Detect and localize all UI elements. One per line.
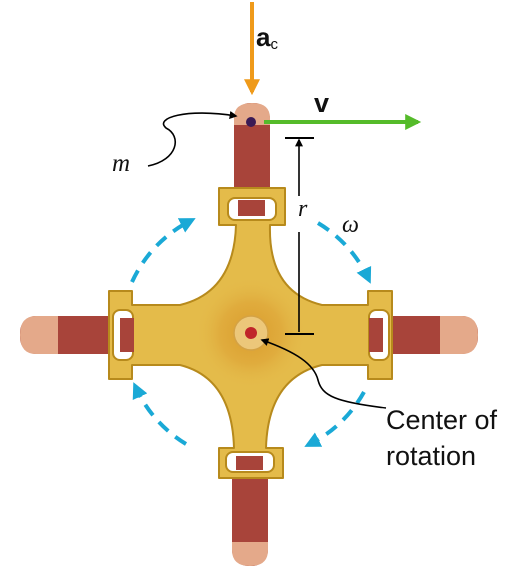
tube-right-inside xyxy=(369,318,383,352)
center-of-rotation-dot xyxy=(245,327,257,339)
center-label-line1: Center of xyxy=(386,405,498,435)
sample-tube-right xyxy=(370,316,478,354)
tube-bottom-inside xyxy=(236,456,263,470)
center-label-line2: rotation xyxy=(386,441,477,471)
tube-top-inside xyxy=(238,200,265,216)
mass-label: m xyxy=(112,150,131,177)
mass-dot xyxy=(246,117,256,127)
velocity-label: v xyxy=(314,88,330,118)
radius-label: r xyxy=(298,196,308,222)
rotation-arrow-bottom-right-icon xyxy=(304,391,366,447)
rotation-arrow-top-left-icon xyxy=(130,218,196,283)
rotation-arrow-bottom-left-icon xyxy=(132,382,188,446)
acceleration-label: ac xyxy=(256,22,278,53)
rotation-arrow-top-right-icon xyxy=(316,221,372,284)
mass-pointer xyxy=(147,111,238,167)
sample-tube-bottom xyxy=(232,456,268,566)
center-of-rotation-label: Center of rotation xyxy=(386,402,497,474)
angular-velocity-label: ω xyxy=(342,212,359,238)
sample-tube-left xyxy=(20,316,130,354)
sample-tube-top xyxy=(234,103,270,213)
tube-left-inside xyxy=(120,318,134,352)
radius-marker xyxy=(285,137,314,335)
center-pointer xyxy=(260,338,387,409)
